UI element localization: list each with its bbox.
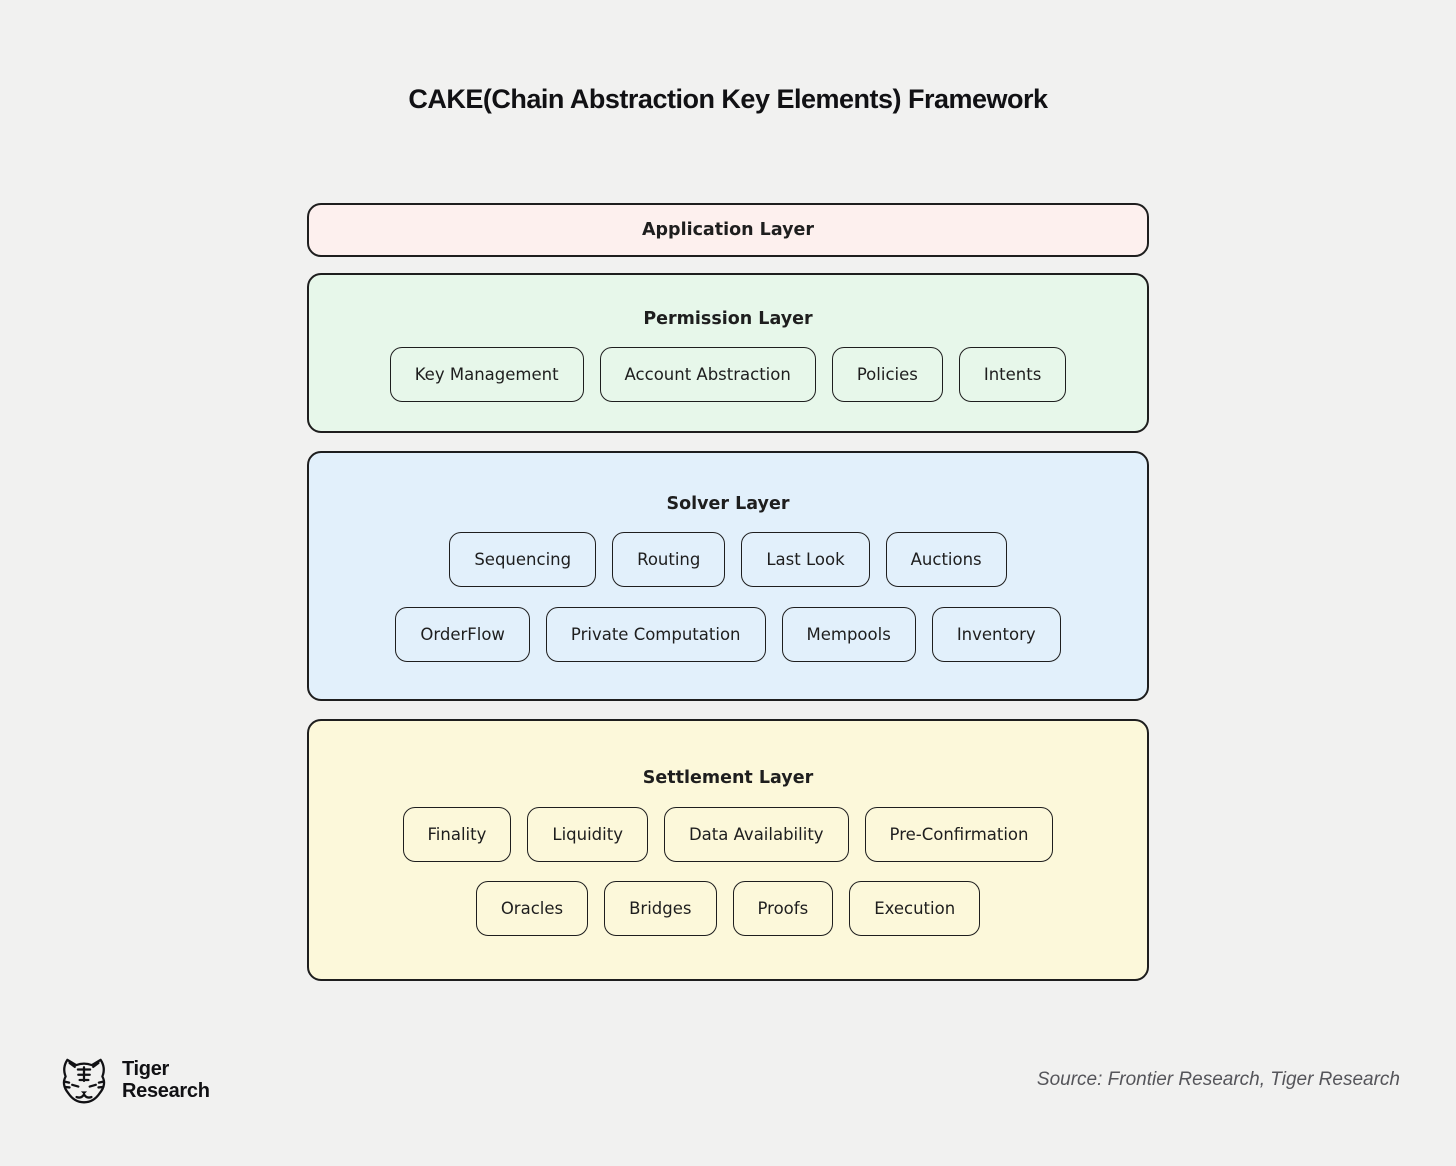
chip-execution: Execution [849, 881, 981, 936]
chip-last-look: Last Look [741, 532, 870, 587]
application-layer: Application Layer [307, 203, 1149, 257]
footer: Tiger Research Source: Frontier Research… [0, 1052, 1456, 1108]
solver-layer: Solver Layer Sequencing Routing Last Loo… [307, 451, 1149, 701]
page-title: CAKE(Chain Abstraction Key Elements) Fra… [408, 84, 1048, 114]
settlement-layer-title: Settlement Layer [642, 768, 814, 788]
chip-finality: Finality [402, 807, 512, 862]
permission-chip-row: Key Management Account Abstraction Polic… [389, 347, 1067, 402]
settlement-chip-row-2: Oracles Bridges Proofs Execution [475, 881, 981, 936]
chip-data-availability: Data Availability [663, 807, 849, 862]
chip-intents: Intents [958, 347, 1067, 402]
chip-mempools: Mempools [781, 607, 916, 662]
chip-routing: Routing [612, 532, 726, 587]
application-layer-title: Application Layer [641, 220, 815, 240]
solver-chip-row-1: Sequencing Routing Last Look Auctions [449, 532, 1007, 587]
chip-inventory: Inventory [931, 607, 1061, 662]
logo-text: Tiger Research [122, 1058, 210, 1103]
tiger-face-icon [62, 1058, 106, 1104]
chip-sequencing: Sequencing [449, 532, 597, 587]
settlement-chip-row-1: Finality Liquidity Data Availability Pre… [402, 807, 1054, 862]
chip-policies: Policies [831, 347, 943, 402]
permission-layer-title: Permission Layer [643, 309, 813, 329]
solver-layer-title: Solver Layer [666, 494, 790, 514]
chip-private-computation: Private Computation [545, 607, 766, 662]
chip-oracles: Oracles [475, 881, 589, 936]
chip-pre-confirmation: Pre-Confirmation [864, 807, 1054, 862]
source-attribution: Source: Frontier Research, Tiger Researc… [1036, 1069, 1400, 1090]
chip-orderflow: OrderFlow [395, 607, 530, 662]
tiger-research-logo: Tiger Research [56, 1052, 210, 1108]
chip-account-abstraction: Account Abstraction [599, 347, 816, 402]
permission-layer: Permission Layer Key Management Account … [307, 273, 1149, 433]
chip-auctions: Auctions [885, 532, 1007, 587]
settlement-layer: Settlement Layer Finality Liquidity Data… [307, 719, 1149, 981]
chip-liquidity: Liquidity [527, 807, 648, 862]
logo-text-line2: Research [122, 1080, 210, 1102]
chip-proofs: Proofs [732, 881, 834, 936]
chip-key-management: Key Management [389, 347, 584, 402]
logo-text-line1: Tiger [122, 1057, 170, 1080]
chip-bridges: Bridges [604, 881, 717, 936]
solver-chip-row-2: OrderFlow Private Computation Mempools I… [395, 607, 1061, 662]
